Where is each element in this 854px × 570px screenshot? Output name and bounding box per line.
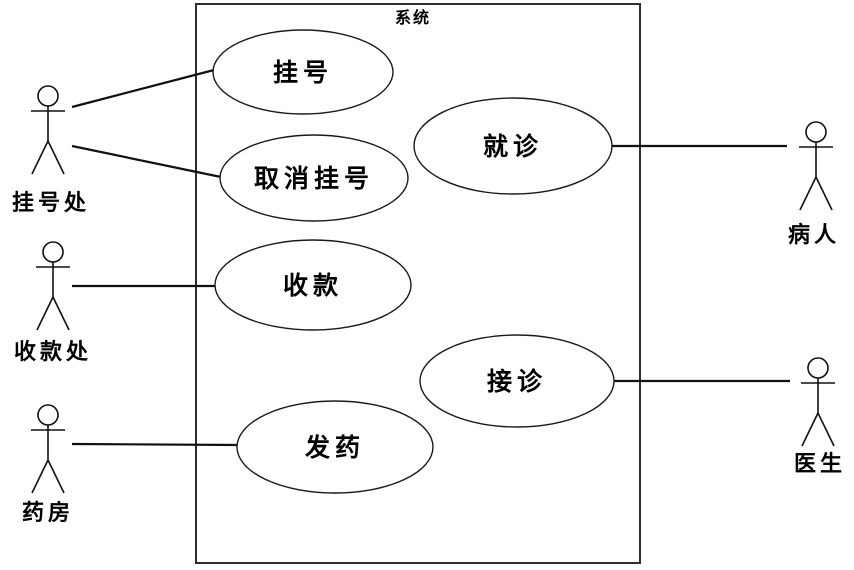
actor-registration-desk-figure <box>30 85 66 175</box>
usecase-register-label: 挂号 <box>273 59 333 87</box>
actor-doctor-label: 医生 <box>794 451 846 476</box>
system-label: 系统 <box>395 8 431 27</box>
association-pharmacy-dispense-medicine <box>71 442 239 447</box>
association-registration-desk-register <box>71 68 215 109</box>
usecase-cancel-register-label: 取消挂号 <box>254 165 374 193</box>
usecase-dispense-medicine-ellipse <box>236 400 434 494</box>
actor-payment-desk-label: 收款处 <box>14 339 92 364</box>
actor-doctor-figure <box>800 357 836 447</box>
usecase-collect-payment-ellipse <box>214 239 412 331</box>
actor-patient-label: 病人 <box>788 222 840 247</box>
actor-payment-desk-figure <box>35 241 71 331</box>
usecase-receive-patient-label: 接诊 <box>487 367 547 396</box>
usecase-visit-doctor-ellipse <box>413 97 613 195</box>
actor-pharmacy-figure <box>30 404 66 494</box>
actor-registration-desk-label: 挂号处 <box>12 190 90 215</box>
usecase-visit-doctor-label: 就诊 <box>483 132 543 161</box>
actor-patient-figure <box>798 121 834 211</box>
association-registration-desk-cancel-register <box>71 144 222 179</box>
usecase-collect-payment-label: 收款 <box>283 272 343 300</box>
usecase-receive-patient-ellipse <box>419 334 615 428</box>
system-boundary <box>195 3 641 564</box>
actor-pharmacy-label: 药房 <box>22 500 74 525</box>
usecase-cancel-register-ellipse <box>219 134 409 222</box>
usecase-register-ellipse <box>212 29 394 115</box>
usecase-dispense-medicine-label: 发药 <box>304 433 365 462</box>
